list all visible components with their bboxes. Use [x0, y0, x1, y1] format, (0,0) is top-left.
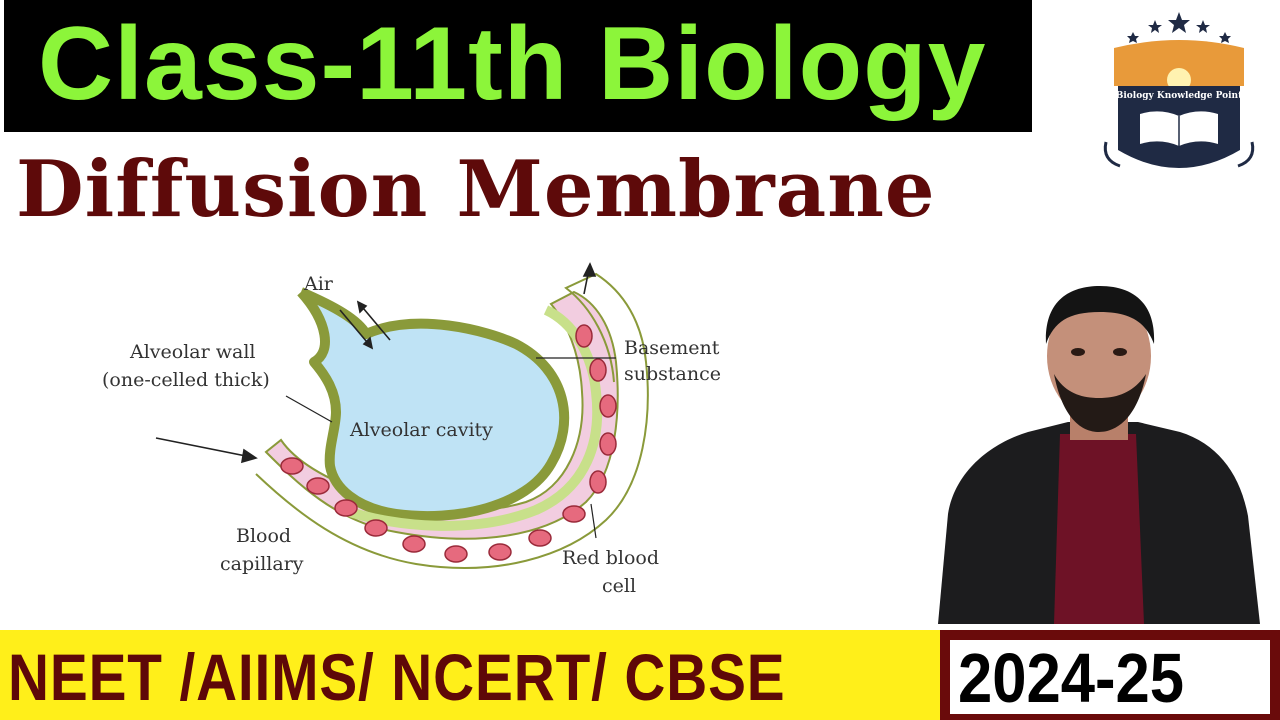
open-book-icon: [1140, 111, 1218, 146]
label-leaders: [285, 357, 616, 539]
page-subtitle: Diffusion Membrane: [16, 144, 936, 235]
label-alveolar-cavity: Alveolar cavity: [349, 419, 493, 441]
presenter-beard: [1054, 374, 1146, 432]
label-alveolar-wall-note: (one-celled thick): [102, 369, 270, 391]
title-banner: Class-11th Biology: [4, 0, 1032, 132]
alveolus-diagram: Air Alveolar wall (one-celled thick) Bas…: [102, 262, 721, 597]
logo-text: Biology Knowledge Point: [1116, 91, 1243, 101]
ornament-icon: [1103, 141, 1255, 168]
exam-list: NEET /AIIMS/ NCERT/ CBSE: [8, 640, 786, 714]
label-basement-substance: substance: [624, 363, 721, 385]
channel-logo: Biology Knowledge Point: [1103, 12, 1255, 168]
exam-banner: NEET /AIIMS/ NCERT/ CBSE: [0, 630, 940, 720]
label-capillary: capillary: [220, 553, 304, 575]
red-blood-cells: [280, 324, 617, 563]
presenter-face: [1047, 292, 1151, 420]
year-badge-inner: 2024-25: [950, 640, 1270, 714]
stars-icon: [1127, 12, 1231, 43]
session-year: 2024-25: [958, 639, 1185, 717]
label-alveolar-wall: Alveolar wall: [129, 341, 256, 363]
logo-ribbon: [1118, 86, 1240, 102]
label-air: Air: [303, 273, 334, 295]
page-title: Class-11th Biology: [38, 6, 987, 122]
label-blood: Blood: [236, 525, 291, 547]
sunrise-banner-icon: [1114, 40, 1244, 86]
label-basement: Basement: [624, 337, 720, 359]
label-red-blood: Red blood: [562, 547, 659, 569]
presenter-sweater: [1054, 434, 1144, 624]
presenter-hair: [1045, 286, 1155, 344]
presenter-photo: [938, 286, 1260, 624]
year-badge: 2024-25: [940, 630, 1280, 720]
diffusion-arrows: [155, 262, 597, 464]
presenter-eye-left: [1071, 348, 1085, 356]
label-cell: cell: [602, 575, 636, 597]
alveolar-wall: [297, 287, 603, 531]
presenter-eye-right: [1113, 348, 1127, 356]
